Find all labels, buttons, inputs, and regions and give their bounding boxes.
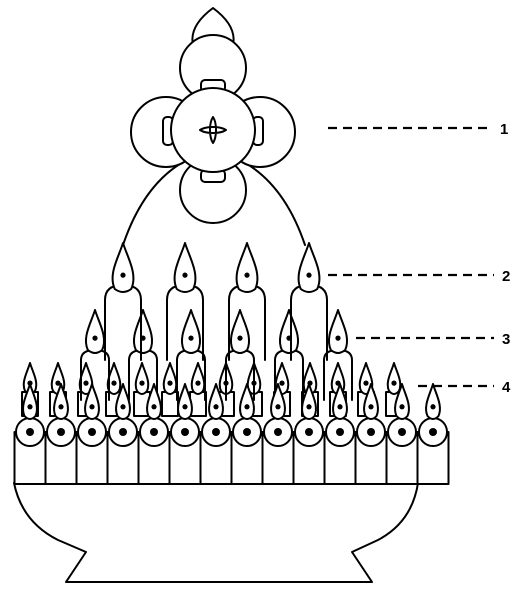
rear-candle-flame-wick bbox=[167, 381, 172, 386]
middle-flame bbox=[134, 310, 152, 353]
rear-candle-flame bbox=[192, 363, 205, 394]
front-candle-flame-wick bbox=[275, 404, 280, 409]
front-candle-flame-wick bbox=[89, 404, 94, 409]
front-candle-center bbox=[243, 428, 251, 436]
upper-flame bbox=[175, 243, 196, 292]
front-candle-flame-wick bbox=[306, 404, 311, 409]
upper-flame bbox=[237, 243, 258, 292]
upper-flame-wick bbox=[244, 273, 249, 278]
middle-flame bbox=[86, 310, 104, 353]
rear-candle-flame-wick bbox=[111, 381, 116, 386]
front-candle-flame-wick bbox=[58, 404, 63, 409]
callout-label-2: 2 bbox=[502, 268, 510, 285]
front-candle-center bbox=[57, 428, 65, 436]
front-candle-flame-wick bbox=[27, 404, 32, 409]
front-candle-flame-wick bbox=[368, 404, 373, 409]
middle-flame bbox=[231, 310, 249, 353]
front-candle-center bbox=[119, 428, 127, 436]
rear-candle-body bbox=[162, 392, 178, 416]
front-candle-flame-wick bbox=[151, 404, 156, 409]
rear-candle-flame-wick bbox=[139, 381, 144, 386]
front-candle-center bbox=[398, 428, 406, 436]
rear-candle-flame-wick bbox=[195, 381, 200, 386]
upper-flame-wick bbox=[120, 273, 125, 278]
top-ornament bbox=[131, 8, 295, 223]
rear-candle-flame bbox=[136, 363, 149, 394]
middle-flame-wick bbox=[92, 336, 97, 341]
front-candle-flame-wick bbox=[430, 404, 435, 409]
front-candle-flame-wick bbox=[337, 404, 342, 409]
front-candle-flame-wick bbox=[399, 404, 404, 409]
upper-flame bbox=[299, 243, 320, 292]
middle-flame-wick bbox=[188, 336, 193, 341]
front-candle-flame-wick bbox=[182, 404, 187, 409]
front-candle-center bbox=[429, 428, 437, 436]
front-candle-center bbox=[305, 428, 313, 436]
front-candle-flame bbox=[147, 384, 161, 419]
rear-candle-flame-wick bbox=[391, 381, 396, 386]
front-candle-center bbox=[26, 428, 34, 436]
rear-candle-flame-wick bbox=[279, 381, 284, 386]
front-candle-flame bbox=[178, 384, 192, 419]
front-candle-center bbox=[212, 428, 220, 436]
upper-flame-wick bbox=[182, 273, 187, 278]
upper-flame bbox=[113, 243, 134, 292]
callout-label-4: 4 bbox=[502, 379, 511, 396]
upper-flame-wick bbox=[306, 273, 311, 278]
rear-candle-flame bbox=[164, 363, 177, 394]
rear-candle-flame bbox=[388, 363, 401, 394]
front-candle-center bbox=[181, 428, 189, 436]
front-candle-flame-wick bbox=[120, 404, 125, 409]
front-candle-center bbox=[88, 428, 96, 436]
rear-candle-flame-wick bbox=[363, 381, 368, 386]
front-candle-center bbox=[367, 428, 375, 436]
front-candle-center bbox=[336, 428, 344, 436]
front-candle-center bbox=[274, 428, 282, 436]
callout-label-1: 1 bbox=[500, 121, 508, 138]
front-candle-center bbox=[150, 428, 158, 436]
middle-flame-wick bbox=[335, 336, 340, 341]
callout-label-3: 3 bbox=[502, 331, 510, 348]
front-candle-flame bbox=[426, 384, 440, 419]
middle-flame bbox=[280, 310, 298, 353]
front-candle-flame-wick bbox=[244, 404, 249, 409]
middle-flame bbox=[182, 310, 200, 353]
rear-candle-flame-wick bbox=[83, 381, 88, 386]
bowl bbox=[14, 483, 418, 582]
middle-flame bbox=[329, 310, 347, 353]
front-candle-flame-wick bbox=[213, 404, 218, 409]
callouts: 1 2 3 4 bbox=[328, 121, 511, 396]
middle-flame-wick bbox=[237, 336, 242, 341]
